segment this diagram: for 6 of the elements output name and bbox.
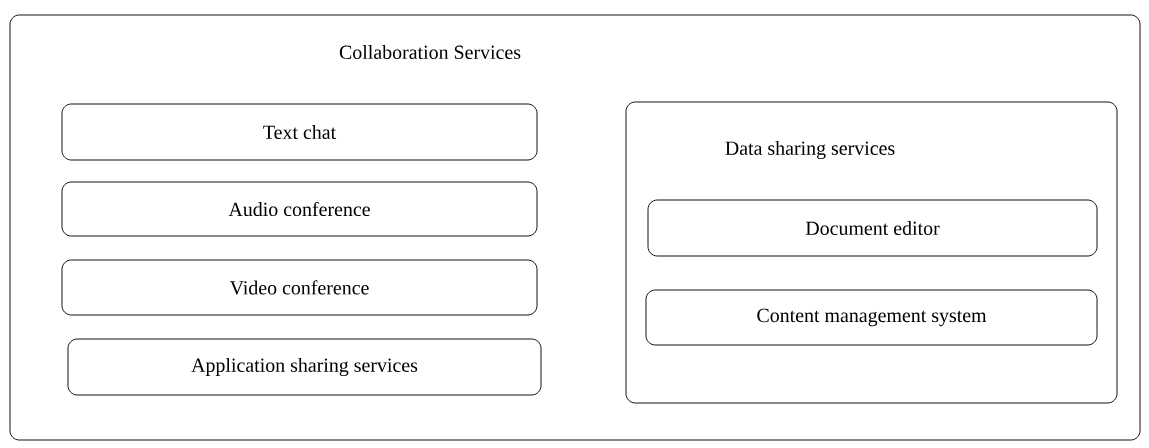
service-box: Document editor xyxy=(647,199,1098,257)
service-box: Video conference xyxy=(61,259,538,316)
service-box: Application sharing services xyxy=(67,338,542,396)
service-box: Text chat xyxy=(61,103,538,161)
service-box: Content management system xyxy=(645,289,1098,346)
service-box: Audio conference xyxy=(61,181,538,237)
